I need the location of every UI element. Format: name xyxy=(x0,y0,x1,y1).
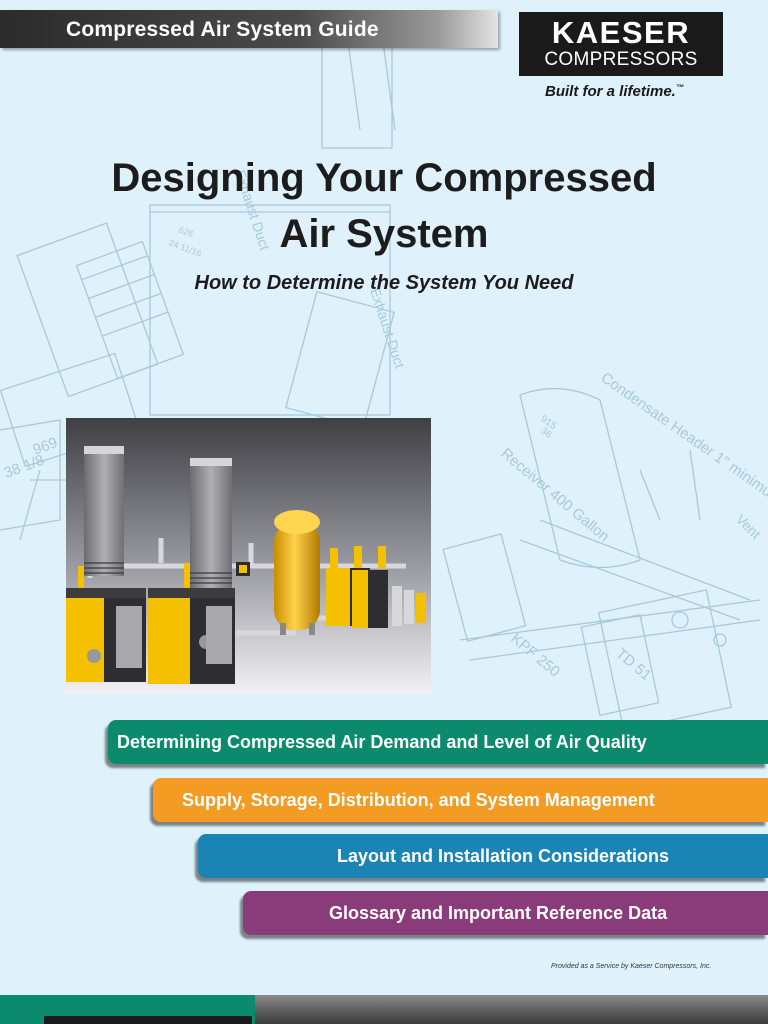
logo-wordmark: KAESER xyxy=(551,15,691,50)
footer-gray-band xyxy=(255,995,768,1024)
trademark-mark: ™ xyxy=(675,83,684,92)
footer-logo-strip xyxy=(44,1016,252,1024)
blueprint-label: Receiver 400 Gallon xyxy=(497,445,612,545)
page-title: Designing Your Compressed Air System xyxy=(40,150,728,262)
section-tab-label: Glossary and Important Reference Data xyxy=(329,903,668,923)
kaeser-logo: KAESER COMPRESSORS xyxy=(519,12,723,76)
page-subtitle: How to Determine the System You Need xyxy=(194,272,574,294)
section-tab-label: Supply, Storage, Distribution, and Syste… xyxy=(182,790,655,810)
guide-header-band: Compressed Air System Guide xyxy=(0,10,498,48)
logo-subline: COMPRESSORS xyxy=(544,49,698,70)
section-tab-layout-installation[interactable]: Layout and Installation Considerations xyxy=(198,834,768,878)
guide-label: Compressed Air System Guide xyxy=(66,18,379,41)
section-tab-supply-storage[interactable]: Supply, Storage, Distribution, and Syste… xyxy=(153,778,768,822)
provided-by-note: Provided as a Service by Kaeser Compress… xyxy=(551,963,712,970)
compressor-system-illustration xyxy=(66,418,431,694)
section-tab-label: Layout and Installation Considerations xyxy=(337,846,670,866)
blueprint-label: 626 xyxy=(177,224,195,239)
blueprint-label: KPF 250 xyxy=(507,630,563,681)
blueprint-label: Condensate Header 1" minimum xyxy=(598,369,768,507)
title-line-2: Air System xyxy=(279,212,489,256)
blueprint-label: Vent xyxy=(733,511,764,542)
section-tab-glossary[interactable]: Glossary and Important Reference Data xyxy=(243,891,768,935)
section-tab-air-demand[interactable]: Determining Compressed Air Demand and Le… xyxy=(108,720,768,764)
blueprint-label: 38 1/8 xyxy=(2,452,47,482)
blueprint-label: Exhaust Duct xyxy=(367,286,408,370)
section-tab-label: Determining Compressed Air Demand and Le… xyxy=(117,732,647,752)
tagline-text: Built for a lifetime. xyxy=(545,83,676,100)
brand-tagline: Built for a lifetime.™ xyxy=(545,83,684,100)
title-line-1: Designing Your Compressed xyxy=(111,156,657,200)
